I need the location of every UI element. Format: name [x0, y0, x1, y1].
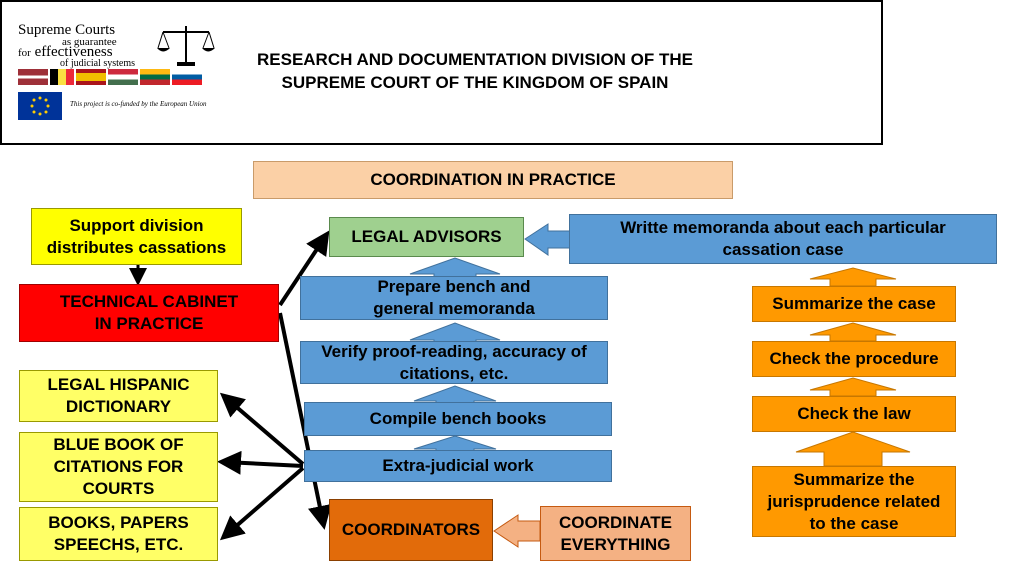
- arrow-to-bluebook: [217, 450, 304, 475]
- case-step-law: Check the law: [752, 396, 956, 432]
- page-title: RESEARCH AND DOCUMENTATION DIVISION OF T…: [256, 50, 694, 92]
- support-division-box: Support division distributes cassations: [31, 208, 242, 265]
- coordinators-box: COORDINATORS: [329, 499, 493, 561]
- advisor-step-prepare: Prepare bench and general memoranda: [300, 276, 608, 320]
- logo-line-3-word: effectiveness: [34, 44, 113, 60]
- case-step-summarize: Summarize the case: [752, 286, 956, 322]
- logo-line-3-prefix: for: [18, 47, 31, 59]
- case-step-procedure: Check the procedure: [752, 341, 956, 377]
- flag-hungary: [108, 69, 138, 85]
- arrow-cabinet-to-advisors: [278, 230, 330, 307]
- logo-line-3: for effectiveness: [18, 44, 113, 61]
- eu-flag-icon: [18, 92, 62, 120]
- logo-line-1: Supreme Courts: [18, 22, 116, 38]
- legal-advisors-box: LEGAL ADVISORS: [329, 217, 524, 257]
- flag-belgium: [50, 69, 74, 85]
- logo-line-4: of judicial systems: [60, 58, 135, 69]
- flag-spain: [76, 69, 106, 85]
- logo-line-2: as guarantee: [62, 36, 117, 48]
- resource-dictionary-box: LEGAL HISPANIC DICTIONARY: [19, 370, 218, 422]
- memoranda-task-box: Writte memoranda about each particular c…: [569, 214, 997, 264]
- case-step-jurisprudence: Summarize the jurisprudence related to t…: [752, 466, 956, 537]
- advisor-step-compile: Compile bench books: [304, 402, 612, 436]
- arrow-cabinet-to-coordinators: [278, 312, 332, 530]
- scales-of-justice-icon: [157, 26, 215, 66]
- up-arrow-orange-2: [809, 322, 897, 342]
- arrow-to-dictionary: [219, 392, 305, 466]
- advisor-step-verify: Verify proof-reading, accuracy of citati…: [300, 341, 608, 384]
- resource-bluebook-box: BLUE BOOK OF CITATIONS FOR COURTS: [19, 432, 218, 502]
- eu-caption: This project is co-funded by the Europea…: [70, 100, 207, 108]
- advisor-step-extrajudicial: Extra-judicial work: [304, 450, 612, 482]
- arrow-to-books: [219, 466, 305, 541]
- flag-latvia: [18, 69, 48, 85]
- coordination-heading: COORDINATION IN PRACTICE: [253, 161, 733, 199]
- header-banner: Supreme Courts as guarantee for effectiv…: [0, 0, 883, 145]
- up-arrow-orange-1: [809, 267, 897, 287]
- up-arrow-orange-3: [809, 377, 897, 397]
- up-arrow-orange-4: [795, 431, 911, 467]
- resource-books-box: BOOKS, PAPERS SPEECHS, ETC.: [19, 507, 218, 561]
- flag-lithuania: [140, 69, 170, 85]
- technical-cabinet-box: TECHNICAL CABINET IN PRACTICE: [19, 284, 279, 342]
- member-flags: [18, 69, 215, 85]
- left-arrow-memoranda: [524, 223, 571, 256]
- left-arrow-coordinate: [493, 514, 541, 548]
- flag-slovenia: [172, 69, 202, 85]
- coordinate-everything-box: COORDINATE EVERYTHING: [540, 506, 691, 561]
- up-arrow-blue-1: [409, 257, 501, 279]
